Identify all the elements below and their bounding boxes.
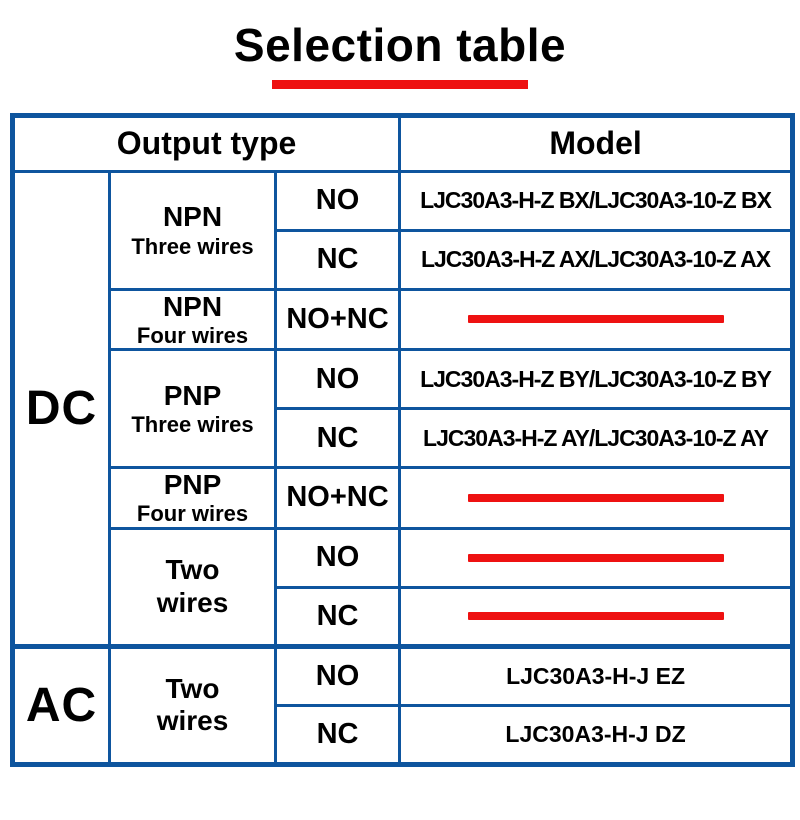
model-cell-unavailable bbox=[398, 526, 795, 589]
column-header-model: Model bbox=[398, 113, 795, 173]
column-header-output-type: Output type bbox=[10, 113, 402, 173]
table-row: AC Two wires NO LJC30A3-H-J EZ bbox=[11, 643, 795, 766]
model-cell-unavailable bbox=[398, 466, 795, 530]
model-value: LJC30A3-H-Z BX/LJC30A3-10-Z BX bbox=[398, 169, 795, 232]
table-row: NC bbox=[13, 585, 795, 648]
output-contact-type: NC bbox=[273, 228, 402, 291]
output-contact-type: NC bbox=[273, 407, 402, 470]
output-contact-type: NC bbox=[273, 585, 402, 648]
page-title: Selection table bbox=[233, 19, 567, 71]
model-cell-unavailable bbox=[398, 585, 795, 648]
table-header-row: Output type Model bbox=[10, 113, 795, 173]
group-name: NPN bbox=[162, 290, 223, 322]
table-row: NC LJC30A3-H-J DZ bbox=[13, 703, 795, 766]
group-name: PNP bbox=[163, 379, 222, 411]
group-name: PNP bbox=[163, 469, 222, 501]
unavailable-red-line bbox=[467, 553, 724, 562]
unavailable-red-line bbox=[467, 612, 724, 621]
power-type-dc: DC bbox=[11, 169, 111, 648]
output-contact-type: NC bbox=[273, 703, 402, 766]
power-type-ac: AC bbox=[11, 643, 111, 766]
output-contact-type: NO bbox=[273, 348, 402, 411]
model-value: LJC30A3-H-Z AY/LJC30A3-10-Z AY bbox=[398, 407, 795, 470]
model-value: LJC30A3-H-J EZ bbox=[398, 643, 795, 707]
table-row: NC LJC30A3-H-Z AX/LJC30A3-10-Z AX bbox=[13, 228, 795, 291]
group-npn-four-wires: NPN Four wires bbox=[108, 287, 277, 352]
output-contact-type: NO bbox=[273, 526, 402, 589]
group-subtitle: Three wires bbox=[131, 412, 254, 438]
model-value: LJC30A3-H-J DZ bbox=[398, 703, 795, 766]
table-row: PNP Three wires NO LJC30A3-H-Z BY/LJC30A… bbox=[13, 348, 795, 470]
group-name: Two bbox=[165, 554, 220, 586]
unavailable-red-line bbox=[467, 315, 724, 324]
group-subtitle: wires bbox=[156, 586, 229, 618]
unavailable-red-line bbox=[467, 493, 724, 502]
selection-table: Output type Model DC NPN Three wires NO … bbox=[10, 112, 796, 767]
group-subtitle: Four wires bbox=[136, 322, 249, 348]
table-row: DC NPN Three wires NO LJC30A3-H-Z BX/LJC… bbox=[11, 169, 795, 648]
model-value: LJC30A3-H-Z AX/LJC30A3-10-Z AX bbox=[398, 228, 795, 291]
table-row: Two wires NO bbox=[13, 526, 795, 648]
title-underline-bar bbox=[272, 79, 528, 89]
table-row: NC LJC30A3-H-Z AY/LJC30A3-10-Z AY bbox=[13, 407, 795, 470]
group-subtitle: wires bbox=[156, 705, 229, 737]
model-value: LJC30A3-H-Z BY/LJC30A3-10-Z BY bbox=[398, 348, 795, 411]
group-ac-two-wires: Two wires bbox=[108, 643, 277, 766]
output-contact-type: NO bbox=[273, 643, 402, 707]
table-row: PNP Four wires NO+NC bbox=[13, 466, 795, 530]
group-subtitle: Four wires bbox=[136, 501, 249, 527]
group-name: NPN bbox=[162, 201, 223, 233]
group-pnp-three-wires: PNP Three wires bbox=[108, 348, 277, 470]
model-cell-unavailable bbox=[398, 287, 795, 352]
output-contact-type: NO bbox=[273, 169, 402, 232]
group-npn-three-wires: NPN Three wires bbox=[108, 169, 277, 291]
table-row: NPN Four wires NO+NC bbox=[13, 287, 795, 352]
group-subtitle: Three wires bbox=[131, 233, 254, 259]
output-contact-type: NO+NC bbox=[273, 287, 402, 352]
group-name: Two bbox=[165, 672, 220, 704]
output-contact-type: NO+NC bbox=[273, 466, 402, 530]
group-dc-two-wires: Two wires bbox=[108, 526, 277, 648]
group-pnp-four-wires: PNP Four wires bbox=[108, 466, 277, 530]
